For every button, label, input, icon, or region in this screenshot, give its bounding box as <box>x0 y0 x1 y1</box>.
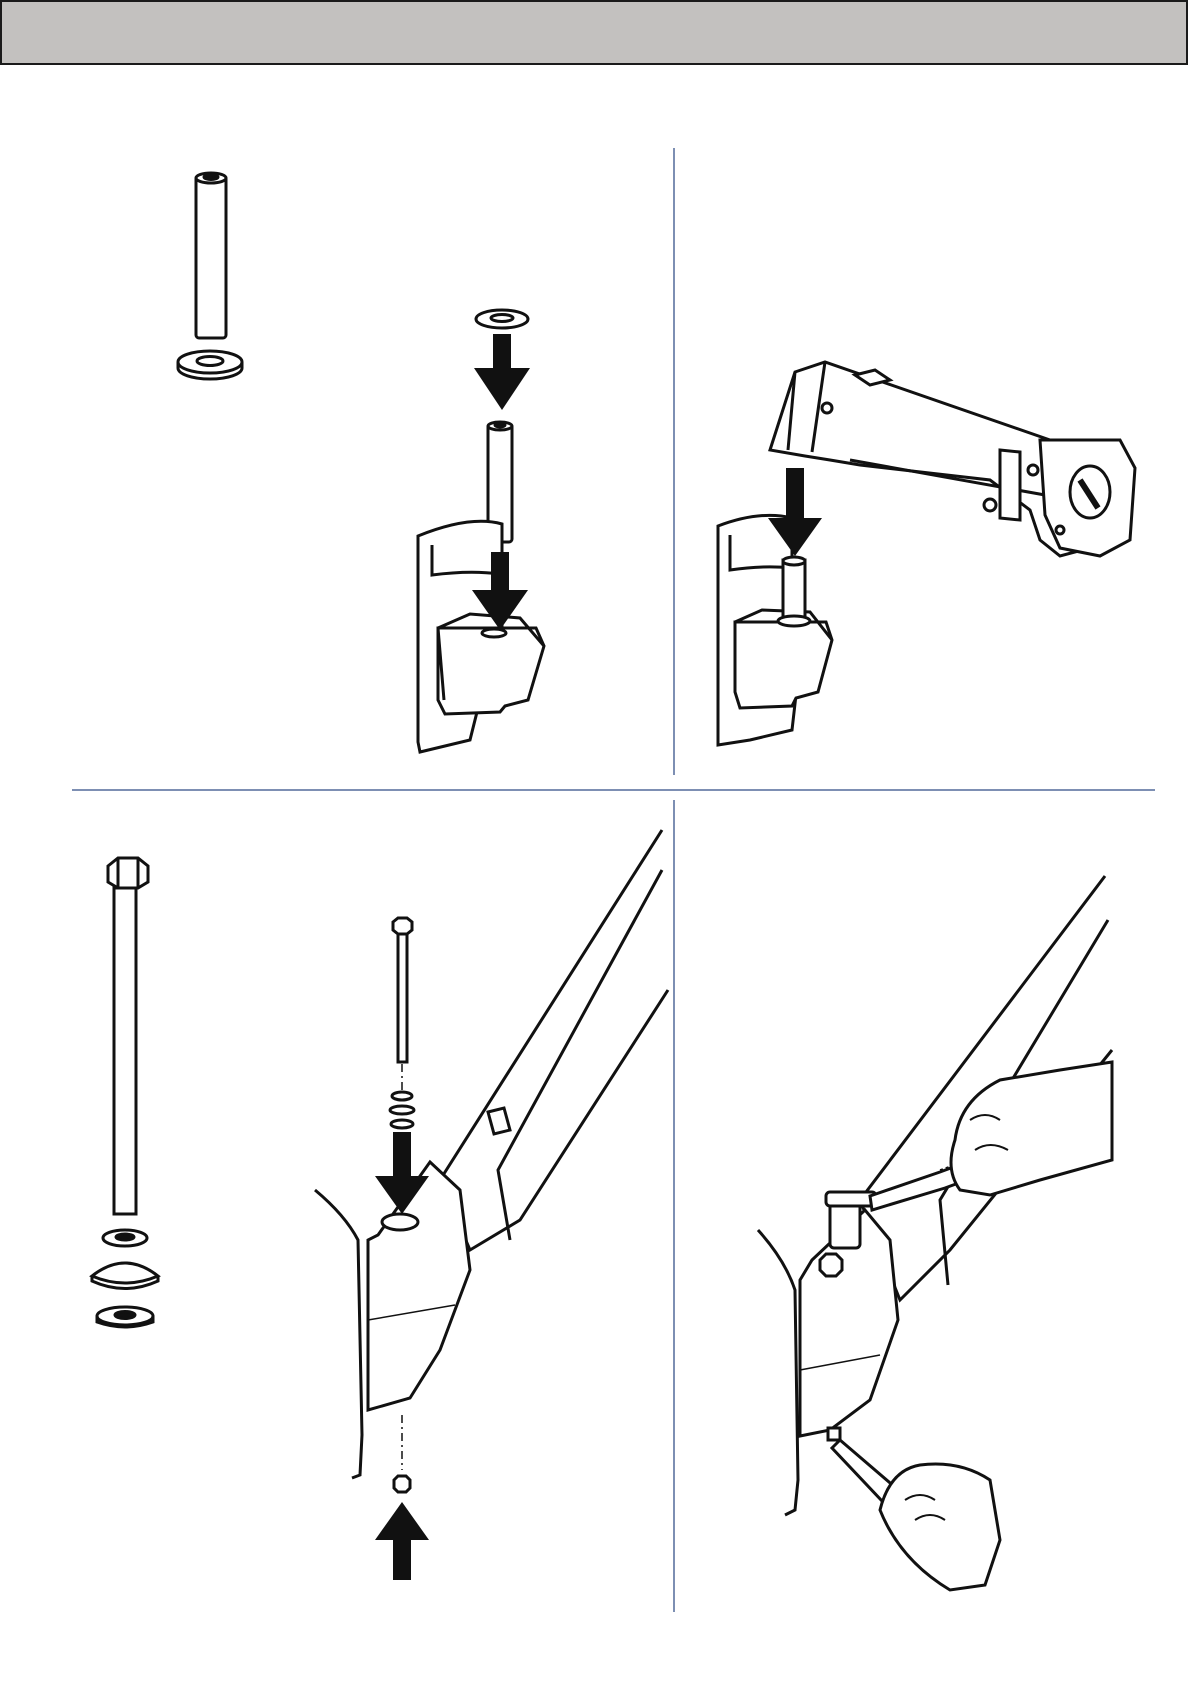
base-bracket-icon <box>418 521 544 752</box>
washers-icon <box>390 1064 414 1128</box>
monitor-arm-icon <box>770 362 1135 556</box>
post-icon <box>778 557 810 626</box>
step-mount-arm <box>718 362 1135 745</box>
arm-body-icon <box>440 830 668 1250</box>
down-arrow-icon <box>474 334 530 410</box>
step-tighten <box>758 876 1112 1590</box>
washer-icon <box>476 310 528 328</box>
hand-icon <box>880 1464 1000 1590</box>
flat-washer-icon <box>178 351 242 379</box>
spacer-post-icon <box>196 173 226 338</box>
up-arrow-icon <box>375 1502 429 1580</box>
hex-bolt-icon <box>108 858 148 1214</box>
base-bracket-icon <box>718 515 832 745</box>
step-spacer-post-parts <box>178 173 242 379</box>
step-bolt-parts <box>92 858 158 1327</box>
flat-washer-icon <box>103 1230 147 1246</box>
rubber-washer-icon <box>97 1307 153 1327</box>
dome-washer-icon <box>92 1263 158 1289</box>
base-bracket-icon <box>315 1162 470 1478</box>
hex-bolt-icon <box>393 918 412 1062</box>
step-install-post <box>418 310 544 752</box>
nut-icon <box>394 1476 410 1492</box>
step-insert-bolt <box>315 830 668 1580</box>
bolt-head-icon <box>820 1254 842 1276</box>
